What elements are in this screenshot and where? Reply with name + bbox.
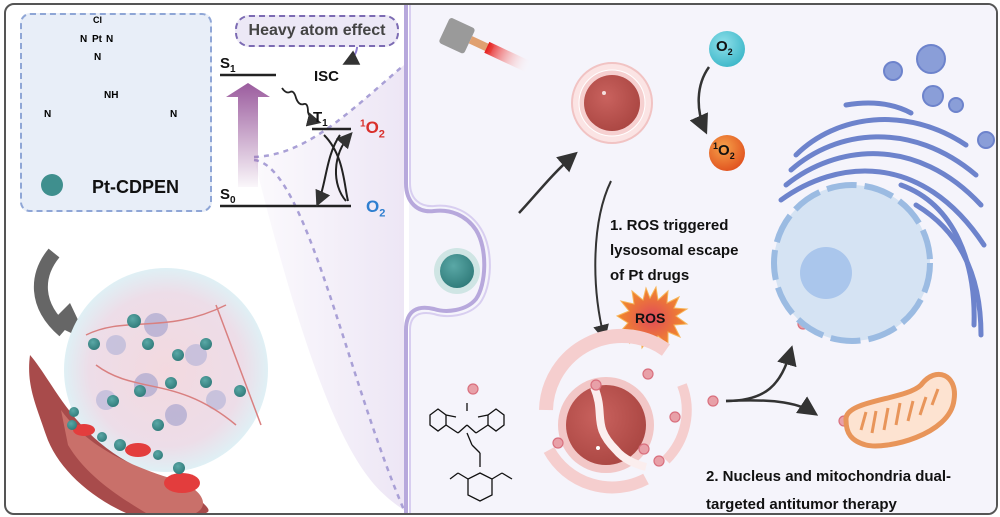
t1-label: T1 bbox=[313, 109, 328, 129]
oxygen-badge bbox=[709, 31, 745, 67]
nucleus-target-arrow bbox=[725, 345, 797, 403]
step2-caption: 2. Nucleus and mitochondria dual- target… bbox=[706, 463, 952, 513]
mito-target-arrow bbox=[725, 396, 819, 416]
pt-drug-structure bbox=[429, 403, 513, 502]
step2-line-1: 2. Nucleus and mitochondria dual- bbox=[706, 468, 952, 485]
singlet-oxygen-label: 1O2 bbox=[360, 118, 385, 141]
laser-device bbox=[439, 18, 533, 74]
nanoparticle-endocytosed bbox=[440, 254, 474, 288]
oxidation-arrow bbox=[689, 66, 711, 135]
step1-caption: 1. ROS triggered lysosomal escape of Pt … bbox=[610, 213, 738, 288]
jablonski-diagram bbox=[220, 42, 361, 208]
excitation-arrow bbox=[226, 83, 270, 187]
step1-line-2: lysosomal escape bbox=[610, 242, 739, 259]
singlet-oxygen-badge-text: 1O2 bbox=[713, 141, 735, 161]
figure-frame: Cl Pt N N N NH N N Pt-CDPEN Heavy atom e… bbox=[4, 3, 998, 515]
endoplasmic-reticulum bbox=[778, 100, 987, 338]
oxygen-badge-text: O2 bbox=[716, 38, 733, 57]
step1-line-1: 1. ROS triggered bbox=[610, 217, 729, 234]
mitochondrion bbox=[843, 371, 957, 449]
zoom-cone bbox=[254, 65, 404, 510]
nanoparticle-legend-icon bbox=[41, 174, 63, 196]
compound-label: Pt-CDPEN bbox=[92, 177, 180, 197]
escape-arrow bbox=[593, 180, 612, 341]
golgi-vesicles bbox=[883, 44, 995, 149]
oxygen-label: O2 bbox=[366, 197, 386, 220]
zoom-cone-edge-bottom bbox=[253, 158, 406, 511]
isc-squiggle-arrow bbox=[281, 87, 322, 127]
lysosome-intact bbox=[571, 62, 653, 144]
cell-membrane bbox=[404, 5, 491, 513]
lysosome-ruptured bbox=[539, 329, 692, 494]
tumor-nanoparticles bbox=[88, 314, 246, 431]
isc-label: ISC bbox=[314, 68, 340, 85]
blood-vessel bbox=[29, 355, 209, 513]
illustration-canvas bbox=[27, 5, 995, 513]
step1-line-3: of Pt drugs bbox=[610, 267, 690, 284]
s1-label: S1 bbox=[220, 55, 236, 75]
s0-label: S0 bbox=[220, 186, 236, 206]
ros-label: ROS bbox=[635, 310, 666, 326]
uptake-arrow bbox=[518, 151, 578, 214]
singlet-oxygen-badge bbox=[709, 135, 745, 171]
nucleus bbox=[771, 182, 933, 344]
step2-line-2: targeted antitumor therapy bbox=[706, 496, 897, 513]
heavy-atom-effect-label: Heavy atom effect bbox=[235, 15, 399, 47]
zoom-cone-edge-top bbox=[253, 64, 405, 159]
